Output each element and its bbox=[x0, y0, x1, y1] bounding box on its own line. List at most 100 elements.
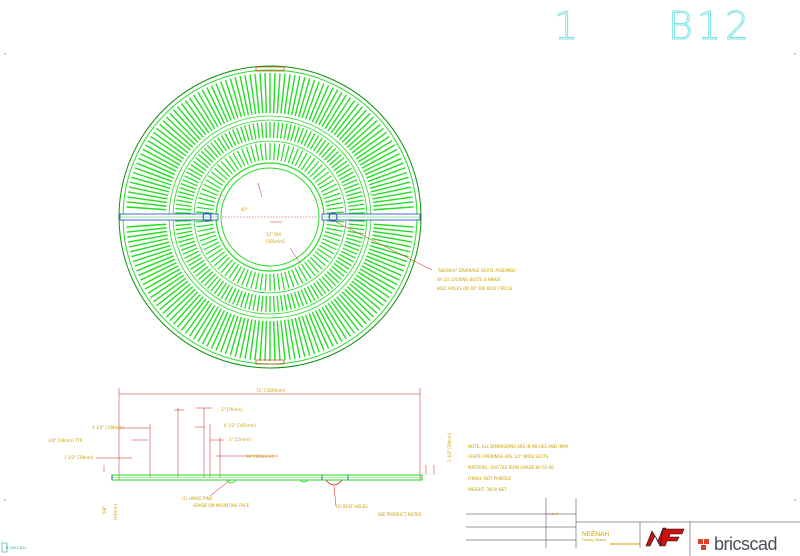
slot-bar bbox=[287, 270, 295, 288]
slot-bar bbox=[322, 238, 339, 246]
inner-dia-label: 12" DIA bbox=[266, 232, 281, 237]
slot-bar bbox=[357, 140, 393, 163]
slot-bar bbox=[147, 140, 183, 163]
slot-bar bbox=[186, 171, 201, 181]
slot-bar bbox=[130, 181, 170, 193]
slot-bar bbox=[186, 253, 201, 263]
slot-bar bbox=[345, 237, 362, 243]
slot-bar bbox=[331, 157, 345, 169]
slot-bar bbox=[367, 251, 406, 267]
slot-bar bbox=[284, 271, 290, 289]
slot-bar bbox=[319, 244, 335, 255]
slot-bar bbox=[215, 313, 232, 351]
slot-bar bbox=[279, 295, 284, 312]
slot-bar bbox=[359, 144, 396, 166]
slot-bar bbox=[309, 135, 320, 150]
slot-bar bbox=[286, 293, 292, 310]
slot-bar bbox=[217, 164, 231, 178]
slot-bar bbox=[264, 273, 267, 291]
slot-bar bbox=[276, 320, 281, 361]
dim-a: 3" [76mm] bbox=[221, 407, 243, 412]
slot-bar bbox=[308, 313, 325, 351]
slot-bar bbox=[272, 122, 275, 139]
slot-bar bbox=[244, 75, 253, 115]
slot-bar bbox=[343, 244, 360, 251]
slot-bar bbox=[273, 273, 276, 291]
grate-plan-view: 45° 12" DIA [305mm] "NEENAH" DRAINAGE GR… bbox=[118, 65, 517, 369]
slot-bar bbox=[368, 248, 408, 263]
slot-bar bbox=[248, 293, 254, 310]
slot-bar bbox=[348, 223, 365, 227]
slot-bar bbox=[127, 230, 168, 238]
slot-bar bbox=[331, 265, 345, 277]
slot-bar bbox=[284, 145, 290, 163]
slot-bar bbox=[206, 87, 226, 124]
slot-bar bbox=[162, 120, 194, 148]
slot-bar bbox=[188, 256, 203, 267]
slot-bar bbox=[236, 267, 246, 284]
slot-bar bbox=[184, 175, 200, 184]
slot-bar bbox=[259, 320, 264, 361]
slot-bar bbox=[294, 317, 306, 357]
slot-bar bbox=[248, 124, 254, 141]
slot-bar bbox=[192, 262, 207, 274]
slot-bar bbox=[315, 280, 327, 295]
slot-bar bbox=[128, 234, 168, 243]
slot-bar bbox=[372, 191, 412, 200]
slot-bar bbox=[210, 142, 222, 156]
slot-bar bbox=[136, 255, 174, 272]
slot-bar bbox=[312, 137, 323, 152]
slot-bar bbox=[304, 157, 316, 173]
slot-bar bbox=[197, 306, 219, 343]
slot-bar bbox=[327, 97, 352, 132]
slot-bar bbox=[370, 181, 410, 193]
slot-bar bbox=[318, 89, 339, 126]
slot-bar bbox=[244, 319, 253, 359]
slot-bar bbox=[315, 139, 327, 154]
slot-bar bbox=[228, 155, 239, 170]
slot-bar bbox=[322, 188, 339, 196]
slot-bar bbox=[326, 220, 344, 223]
slot-bar bbox=[197, 201, 215, 207]
slot-bar bbox=[329, 154, 342, 166]
slot-bar bbox=[347, 199, 364, 204]
slot-bar bbox=[372, 230, 413, 238]
slot-bar bbox=[373, 227, 414, 233]
slot-bar bbox=[173, 109, 201, 141]
slot-bar bbox=[179, 240, 196, 247]
slot-bar bbox=[329, 268, 342, 280]
slot-bar bbox=[366, 255, 404, 272]
section-callout-3: SEE PRODUCT NOTES bbox=[378, 512, 422, 517]
note-line-3: MATERIAL: DUCTILE IRON GRADE 80-55-06 bbox=[468, 465, 554, 470]
slot-bar bbox=[236, 150, 246, 167]
slot-bar bbox=[348, 226, 365, 231]
slot-bar bbox=[280, 272, 286, 290]
slot-bar bbox=[229, 78, 243, 118]
section-callout-1: (2) HINGE PINS bbox=[182, 496, 213, 501]
slot-bar bbox=[327, 302, 352, 337]
slot-bar bbox=[203, 147, 216, 161]
slot-bar bbox=[355, 274, 390, 299]
slot-bar bbox=[147, 271, 183, 294]
slot-bar bbox=[346, 233, 363, 239]
note-line-2: GRATE OPENINGS ARE 1/2" WIDE SLOTS bbox=[468, 454, 549, 459]
slot-bar bbox=[244, 292, 250, 309]
slot-bar bbox=[240, 126, 247, 143]
slot-bar bbox=[260, 295, 264, 312]
slot-bar bbox=[180, 244, 197, 251]
slot-bar bbox=[294, 267, 304, 284]
left-bolt-hole bbox=[202, 212, 212, 222]
slot-bar bbox=[364, 157, 402, 176]
slot-bar bbox=[300, 289, 308, 305]
slot-bar bbox=[184, 100, 210, 134]
slot-bar bbox=[280, 73, 286, 114]
slot-bar bbox=[220, 284, 231, 299]
grate-note-3: BOLT HOLES ON 40" DIA BOLT CIRCLE bbox=[437, 286, 513, 291]
slot-bar bbox=[309, 256, 323, 270]
slot-bar bbox=[140, 153, 177, 173]
slot-bar bbox=[217, 137, 228, 152]
slot-bar bbox=[303, 287, 312, 303]
slot-bar bbox=[317, 248, 332, 259]
bricscad-logo: bricscad bbox=[698, 534, 778, 555]
slot-bar bbox=[165, 288, 196, 318]
